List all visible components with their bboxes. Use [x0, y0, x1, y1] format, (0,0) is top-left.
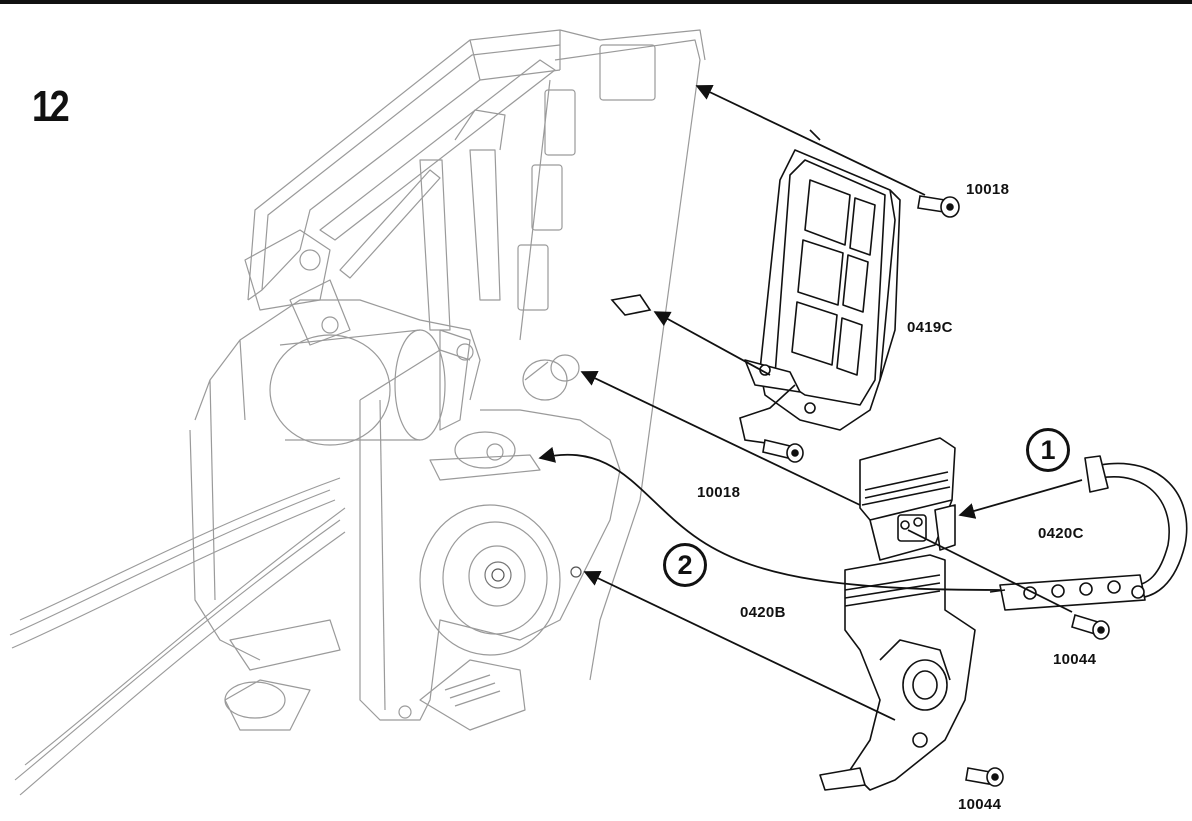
- cover-0419c: [744, 129, 901, 431]
- cover-0420b: [819, 554, 976, 791]
- label-cover-bottom: 0420B: [740, 604, 786, 621]
- callout-2: 2: [663, 543, 707, 587]
- cover-0420c: [859, 437, 956, 561]
- label-cover-right: 0420C: [1038, 525, 1084, 542]
- assembly-arrows: [538, 84, 1083, 721]
- wire: [610, 294, 796, 446]
- machine-body: [189, 29, 706, 731]
- label-screw-mid: 10018: [697, 484, 741, 501]
- screw-10044-right: [1071, 613, 1110, 640]
- label-screw-right: 10044: [1053, 651, 1097, 668]
- callout-1: 1: [1026, 428, 1070, 472]
- top-border: [0, 0, 1192, 4]
- screw-10018-mid: [762, 439, 804, 463]
- label-cover-top: 0419C: [907, 319, 953, 336]
- label-screw-top: 10018: [966, 181, 1010, 198]
- screw-10018-top: [917, 195, 960, 218]
- step-number: 12: [32, 82, 70, 131]
- screw-10044-bottom: [965, 767, 1004, 787]
- drive-chain-lower: [14, 507, 346, 796]
- label-screw-bottom: 10044: [958, 796, 1002, 813]
- drive-chain-upper: [9, 477, 341, 649]
- cable-assembly: [989, 455, 1188, 611]
